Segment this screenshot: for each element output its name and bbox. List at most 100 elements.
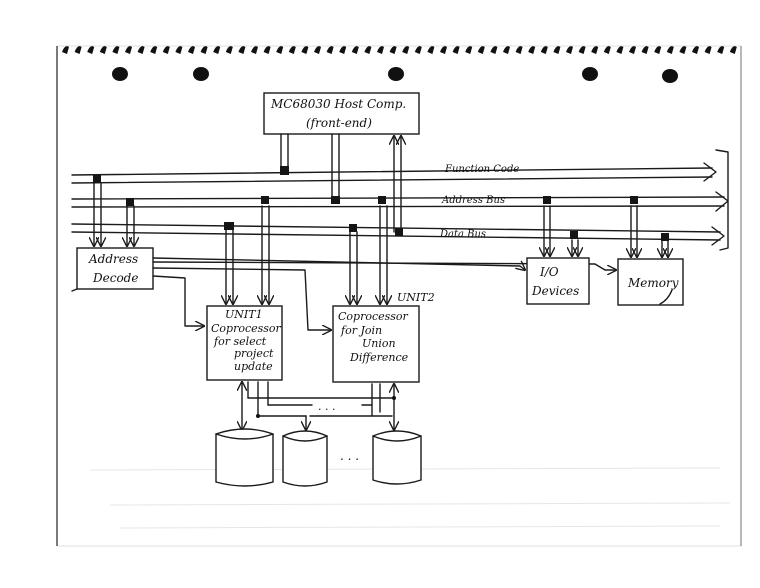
spiral-coil [213,46,221,54]
spiral-coil [377,46,384,54]
spiral-coil [238,46,246,54]
unit2-line2: for Join [340,324,382,337]
spiral-coil [87,46,95,54]
unit2-line1: Coprocessor [338,310,409,323]
decode-select-io [152,257,525,270]
spiral-coil [301,46,309,54]
spiral-coil [150,46,158,54]
memory-box [617,258,684,306]
spiral-coil [629,46,636,54]
spiral-coil [339,46,347,54]
spiral-coil [528,46,536,54]
punch-hole [112,67,128,81]
spiral-coil [666,46,674,54]
unit2-line4: Difference [349,351,409,364]
spiral-coil [440,46,447,54]
unit1-box [206,305,283,381]
spiral-coil [276,46,284,54]
function-code-bus: Function Code [71,162,717,184]
spiral-coil [162,46,170,54]
disk-1 [215,428,274,487]
spiral-coil [414,46,422,54]
spiral-coil [137,46,145,54]
decode-select-unit1 [152,275,204,326]
spiral-coil [188,46,195,54]
host-computer-box [263,92,420,135]
spiral-coil [729,46,737,54]
unit1-line4: update [234,360,273,373]
spiral-coil [125,46,132,54]
io-devices-box [526,257,590,305]
spiral-coil [62,46,69,54]
unit2: UNIT2 Coprocessor for Join Union Differe… [332,291,435,383]
spiral-coil [427,46,435,54]
unit1-tag: UNIT1 [225,308,263,321]
spiral-binding [62,46,737,54]
spiral-coil [112,46,120,54]
punch-hole [193,67,209,81]
function-code-label: Function Code [444,164,519,175]
spiral-coil [692,46,699,54]
data-bus-label: Data Bus [439,229,486,240]
spiral-coil [389,46,397,54]
address-decode-line1: Address [88,252,138,266]
spiral-coil [326,46,334,54]
memory: Memory [617,258,684,306]
spiral-coil [553,46,561,54]
spiral-coil [465,46,473,54]
spiral-coil [704,46,712,54]
address-decode-box [76,247,154,290]
disk-3 [372,430,422,485]
address-decode: Address Decode [76,247,154,290]
spiral-coil [200,46,208,54]
spiral-coil [566,46,573,54]
spiral-coil [654,46,662,54]
unit1: UNIT1 Coprocessor for select project upd… [206,305,283,381]
unit1-line1: Coprocessor [211,322,282,335]
spiral-coil [641,46,649,54]
spiral-coil [591,46,599,54]
unit2-tag: UNIT2 [397,291,435,304]
unit1-line2: for select [213,335,267,348]
spiral-coil [679,46,687,54]
host-title: MC68030 Host Comp. [270,97,406,111]
io-line2: Devices [531,284,579,298]
spiral-coil [288,46,296,54]
unit1-line3: project [234,347,274,360]
spiral-coil [263,46,271,54]
spiral-coil [251,46,258,54]
spiral-coil [314,46,321,54]
memory-flourish [659,289,673,305]
links-ellipsis: . . . [318,400,335,413]
spiral-coil [578,46,586,54]
punch-hole [388,67,404,81]
address-bus-label: Address Bus [441,195,505,206]
spiral-coil [603,46,611,54]
unit2-line3: Union [362,337,396,350]
address-decode-line2: Decode [92,271,138,285]
disk-interconnect: . . . [242,382,396,430]
spiral-coil [74,46,82,54]
punch-hole [582,67,598,81]
bus-taps [93,166,669,241]
decode-stub [71,288,78,292]
spiral-coil [717,46,725,54]
spiral-coil [540,46,548,54]
spiral-coil [351,46,359,54]
unit2-box [332,305,420,383]
spiral-coil [503,46,510,54]
spiral-coil [490,46,498,54]
punch-hole [662,69,678,83]
host-subtitle: (front-end) [306,116,372,130]
io-line1: I/O [539,265,559,279]
bus-bracket [715,149,729,251]
disks-ellipsis: . . . [340,449,359,463]
spiral-coil [452,46,460,54]
decode-select-unit2 [152,267,331,330]
spiral-coil [477,46,485,54]
spiral-coil [175,46,183,54]
decode-select-memory [152,261,616,270]
spiral-coil [402,46,410,54]
